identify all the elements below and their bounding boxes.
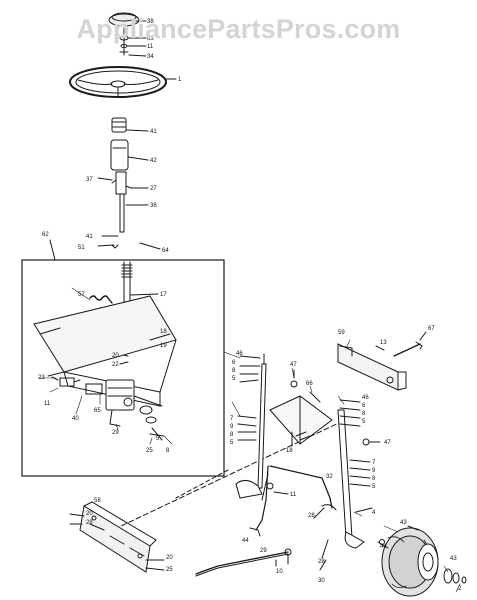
callout-label: 20 — [166, 555, 173, 561]
callout-label: 23 — [38, 375, 45, 381]
callout-label: 25 — [146, 448, 153, 454]
callout-label: 9 — [230, 424, 234, 430]
callout-label: 8 — [230, 432, 234, 438]
tie-rod — [195, 548, 292, 577]
steering-column — [97, 117, 161, 250]
callout-label: 41 — [150, 129, 157, 135]
inset-plate — [33, 295, 177, 407]
callout-label: 28 — [318, 559, 325, 565]
callout-label: 8 — [372, 476, 376, 482]
callout-label: 62 — [42, 232, 49, 238]
callout-label: 22 — [112, 362, 119, 368]
callout-label: 66 — [306, 381, 313, 387]
inset-sector-gear — [51, 376, 165, 441]
right-steering-arm — [337, 399, 381, 549]
callout-label: 7 — [230, 416, 234, 422]
callout-label: 43 — [450, 556, 457, 562]
callout-label: 37 — [86, 177, 93, 183]
callout-label: 8 — [232, 368, 236, 374]
callout-label: 7 — [372, 460, 376, 466]
callout-label: 18 — [286, 448, 293, 454]
callout-label: 46 — [236, 351, 243, 357]
callout-label: 38 — [147, 19, 154, 25]
callout-label: 30 — [318, 578, 325, 584]
steering-cap — [108, 12, 147, 57]
callout-label: 19 — [160, 343, 167, 349]
callout-label: 67 — [428, 326, 435, 332]
leader-lines — [39, 287, 461, 593]
callout-label: 27 — [150, 186, 157, 192]
callout-label: 5 — [230, 440, 234, 446]
callout-label: 5 — [362, 419, 366, 425]
callout-label: 46 — [362, 395, 369, 401]
callout-label: 8 — [166, 448, 170, 454]
callout-label: 5 — [372, 484, 376, 490]
callout-label: 5 — [156, 436, 160, 442]
callout-label: 6 — [232, 360, 236, 366]
callout-label: 36 — [150, 203, 157, 209]
callout-label: 1 — [178, 77, 182, 83]
callout-label: 9 — [372, 468, 376, 474]
steering-wheel — [69, 66, 177, 98]
mount-bracket — [337, 331, 427, 391]
callout-label: 28 — [308, 513, 315, 519]
callout-label: 42 — [150, 158, 157, 164]
callout-label: 29 — [112, 430, 119, 436]
callout-label: 11 — [147, 44, 154, 50]
front-axle — [69, 501, 165, 573]
callout-label: 47 — [290, 362, 297, 368]
callout-label: 18 — [160, 329, 167, 335]
callout-label: 65 — [94, 408, 101, 414]
callout-label: 20 — [86, 511, 93, 517]
callout-label: 4 — [372, 510, 376, 516]
callout-label: 2 — [458, 586, 462, 592]
inset-frame — [21, 239, 225, 477]
callout-label: 64 — [162, 248, 169, 254]
front-wheel — [377, 525, 467, 597]
callout-label: 10 — [276, 569, 283, 575]
callout-label: 13 — [380, 340, 387, 346]
callout-label: 41 — [86, 234, 93, 240]
callout-label: 32 — [326, 474, 333, 480]
callout-label: 44 — [380, 544, 387, 550]
callout-label: 11 — [44, 401, 51, 407]
callout-label: 11 — [290, 492, 297, 498]
callout-label: 28 — [86, 520, 93, 526]
callout-label: 63 — [147, 36, 154, 42]
callout-label: 5 — [232, 376, 236, 382]
callout-label: 8 — [362, 411, 366, 417]
drag-link — [249, 465, 337, 571]
callout-label: 34 — [147, 54, 154, 60]
callout-label: 57 — [78, 292, 85, 298]
callout-label: 47 — [384, 440, 391, 446]
callout-label: 17 — [160, 292, 167, 298]
callout-label: 58 — [94, 498, 101, 504]
callout-label: 40 — [72, 416, 79, 422]
callout-label: 6 — [362, 403, 366, 409]
callout-label: 29 — [260, 548, 267, 554]
callout-label: 20 — [112, 353, 119, 359]
left-steering-arm — [235, 353, 333, 499]
callout-label: 43 — [400, 520, 407, 526]
callout-label: 59 — [338, 330, 345, 336]
callout-label: 25 — [166, 567, 173, 573]
callout-label: 44 — [242, 538, 249, 544]
callout-label: 51 — [78, 245, 85, 251]
